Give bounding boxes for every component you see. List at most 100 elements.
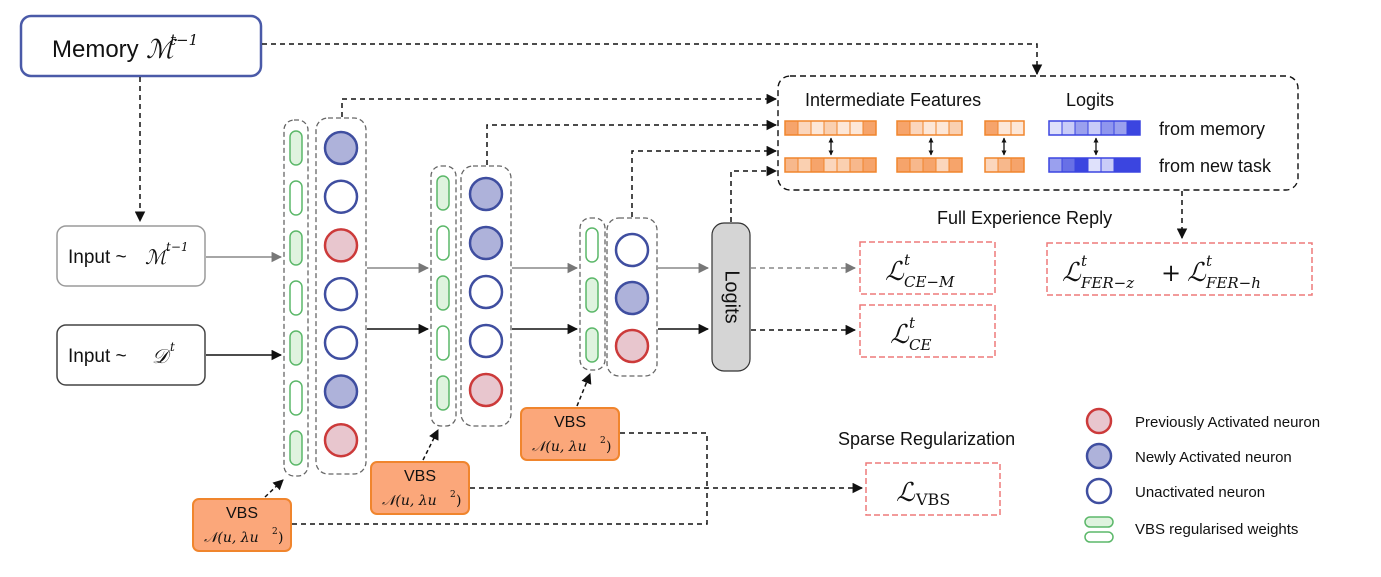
- memory-label: Memory: [52, 36, 139, 63]
- vbs-weights: [289, 130, 599, 466]
- task-logits-cell: [1100, 157, 1115, 173]
- legend-new-swatch: [1085, 442, 1113, 470]
- task-feature-1: [784, 157, 877, 173]
- loss-fer-h-sub: FER−h: [1205, 274, 1261, 292]
- vbs-box-2-sup: 2: [450, 490, 456, 500]
- loss-ce-sub: CE: [909, 336, 931, 354]
- loss-ce-box: ℒ t CE: [859, 304, 996, 358]
- loss-fer-plus: +: [1161, 259, 1181, 287]
- legend-vbs-swatch-2: [1084, 531, 1114, 543]
- input-memory-box: Input ~ ℳ t−1: [56, 225, 206, 287]
- memory-feature-2-cell: [909, 120, 924, 136]
- neuron-prev: [468, 372, 504, 408]
- vbs-weight-pill: [436, 225, 450, 261]
- layer1-weights-group: [283, 119, 309, 477]
- layer1-feature-arrow: [341, 93, 778, 117]
- vbs3-to-sparse-line: [620, 432, 708, 488]
- vbs-box-1: VBS 𝒩(u, λu 2 ): [192, 498, 292, 552]
- layer2-feature-arrow: [486, 119, 778, 165]
- legend-new-label: Newly Activated neuron: [1135, 449, 1292, 466]
- input-memory-symbol: ℳ: [145, 245, 169, 269]
- legend: Previously Activated neuron Newly Activa…: [1084, 407, 1320, 543]
- memory-feature-1-cell: [862, 120, 877, 136]
- memory-logits-cell: [1113, 120, 1128, 136]
- memory-feature-3-cell: [984, 120, 999, 136]
- vbs-weight-pill: [585, 227, 599, 263]
- vbs-weight-pill: [436, 175, 450, 211]
- task-feature-1-cell: [797, 157, 812, 173]
- neuron-unact: [468, 323, 504, 359]
- memory-logits-cell: [1074, 120, 1089, 136]
- logits-to-panel-arrow: [730, 165, 778, 222]
- legend-prev-label: Previously Activated neuron: [1135, 414, 1320, 431]
- loss-ce-m-sup: t: [904, 251, 911, 269]
- memory-feature-1-cell: [797, 120, 812, 136]
- memory-feature-2-cell: [948, 120, 963, 136]
- layer3-neurons-group: [606, 217, 658, 377]
- loss-fer-h-symbol: ℒ: [1187, 258, 1207, 288]
- from-new-task-label: from new task: [1159, 156, 1272, 176]
- neuron-unact: [323, 179, 359, 214]
- task-feature-1-cell: [784, 157, 799, 173]
- panel-logits-title: Logits: [1066, 90, 1114, 110]
- vbs-box-1-title: VBS: [226, 505, 258, 522]
- neuron-prev: [323, 228, 359, 263]
- task-logits-cell: [1061, 157, 1076, 173]
- task-feature-2-cell: [896, 157, 911, 173]
- task-feature-3: [984, 157, 1025, 173]
- vbs-box-3: VBS 𝒩(u, λu 2 ): [520, 407, 620, 461]
- input-task-label: Input ~: [68, 346, 127, 367]
- vbs-weight-pill: [436, 325, 450, 361]
- task-feature-3-cell: [984, 157, 999, 173]
- input-memory-sup: t−1: [166, 240, 189, 254]
- neuron-new: [468, 225, 504, 261]
- vbs-box-3-close: ): [606, 439, 611, 455]
- vbs-box-2: VBS 𝒩(u, λu 2 ): [370, 461, 470, 515]
- task-feature-3-cell: [997, 157, 1012, 173]
- vbs2-to-layer2-arrow: [422, 429, 439, 461]
- layer2-neurons-group: [460, 165, 512, 427]
- vbs-box-3-sup: 2: [600, 436, 606, 446]
- neuron-unact: [468, 274, 504, 310]
- vbs-box-2-dist: 𝒩(u, λu: [382, 493, 437, 509]
- full-experience-reply-label: Full Experience Reply: [937, 208, 1112, 228]
- task-logits-cell: [1074, 157, 1089, 173]
- neuron-new: [468, 176, 504, 212]
- memory-logits: [1048, 120, 1141, 136]
- memory-to-panel-arrow: [262, 43, 1043, 76]
- loss-vbs-box: ℒ VBS: [865, 462, 1001, 516]
- vbs1-to-sparse-line: [292, 488, 708, 525]
- memory-feature-3: [984, 120, 1025, 136]
- memory-feature-1: [784, 120, 877, 136]
- task-logits: [1048, 157, 1141, 173]
- from-memory-label: from memory: [1159, 119, 1265, 139]
- loss-fer-z-symbol: ℒ: [1062, 258, 1082, 288]
- legend-unact-label: Unactivated neuron: [1135, 484, 1265, 501]
- memory-logits-cell: [1087, 120, 1102, 136]
- task-logits-cell: [1048, 157, 1063, 173]
- neuron-new: [614, 280, 650, 316]
- vbs-weight-pill: [585, 327, 599, 363]
- replay-panel: Intermediate Features Logits from memory…: [777, 75, 1299, 191]
- memory-feature-2: [896, 120, 963, 136]
- input-task-symbol: 𝒟: [152, 344, 172, 368]
- neuron-unact: [323, 276, 359, 312]
- layer3-feature-arrow: [631, 145, 778, 217]
- neuron-unact: [614, 232, 650, 268]
- task-feature-2: [896, 157, 963, 173]
- task-feature-1-cell: [823, 157, 838, 173]
- vbs-weight-pill: [289, 230, 303, 266]
- vbs-weight-pill: [585, 277, 599, 313]
- task-logits-cell: [1113, 157, 1128, 173]
- vbs-box-2-close: ): [456, 493, 461, 509]
- memory-symbol: ℳ: [146, 35, 177, 65]
- task-logits-cell: [1126, 157, 1141, 173]
- logits-block: Logits: [711, 222, 751, 372]
- vbs-box-1-dist: 𝒩(u, λu: [204, 530, 259, 546]
- task-feature-3-cell: [1010, 157, 1025, 173]
- memory-feature-1-cell: [784, 120, 799, 136]
- input-task-sup: t: [170, 340, 175, 354]
- vbs-weight-pill: [289, 380, 303, 416]
- memory-feature-2-cell: [935, 120, 950, 136]
